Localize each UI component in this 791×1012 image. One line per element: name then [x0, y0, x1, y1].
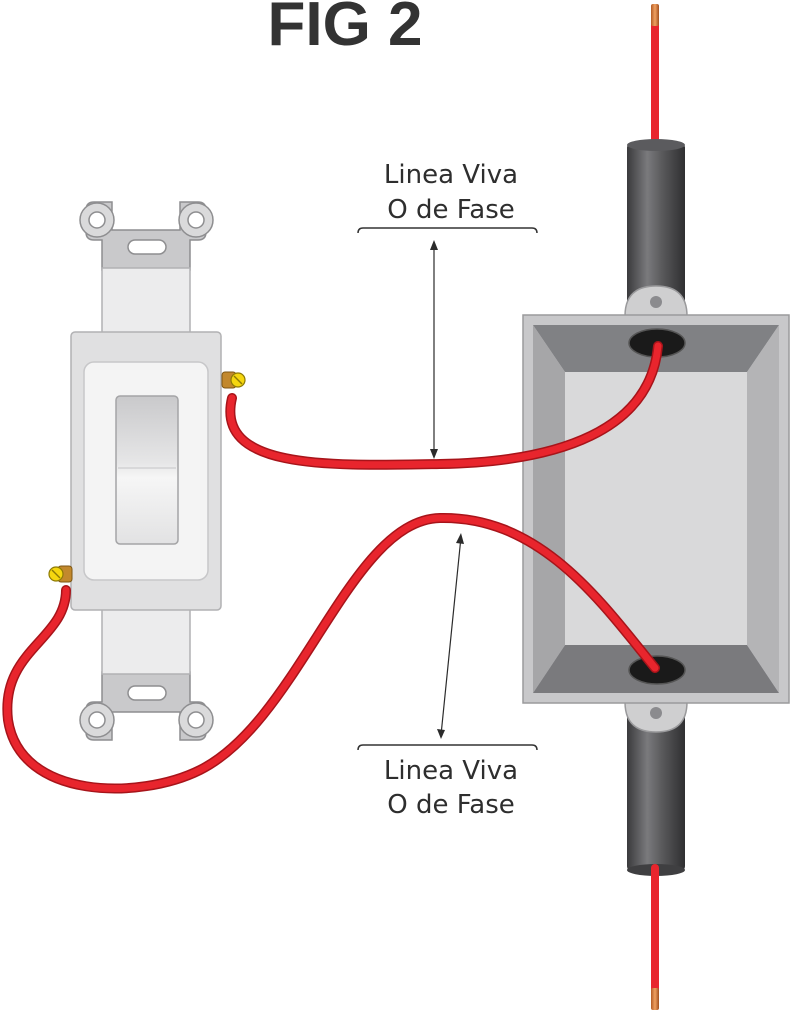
hot-wire-lower [2, 512, 660, 794]
annotation-bottom-line2: O de Fase [387, 790, 515, 820]
bracket-top [357, 227, 538, 234]
figure-title: FIG 2 [267, 0, 422, 59]
annotation-top-line2: O de Fase [387, 195, 515, 225]
annotation-bottom: Linea Viva O de Fase [357, 533, 538, 820]
screw-terminal-icon [48, 565, 73, 583]
annotation-top-line1: Linea Viva [384, 160, 518, 190]
hot-wire-upper [225, 341, 663, 470]
junction-box-icon [522, 285, 790, 733]
bracket-bottom [357, 744, 538, 751]
annotation-top: Linea Viva O de Fase [357, 160, 538, 459]
annotation-bottom-line1: Linea Viva [384, 756, 518, 786]
arrow-bottom [440, 536, 462, 736]
conduit-pipe-icon [627, 4, 685, 1010]
toggle-switch-icon [70, 201, 222, 741]
screw-terminal-icon [221, 371, 246, 389]
